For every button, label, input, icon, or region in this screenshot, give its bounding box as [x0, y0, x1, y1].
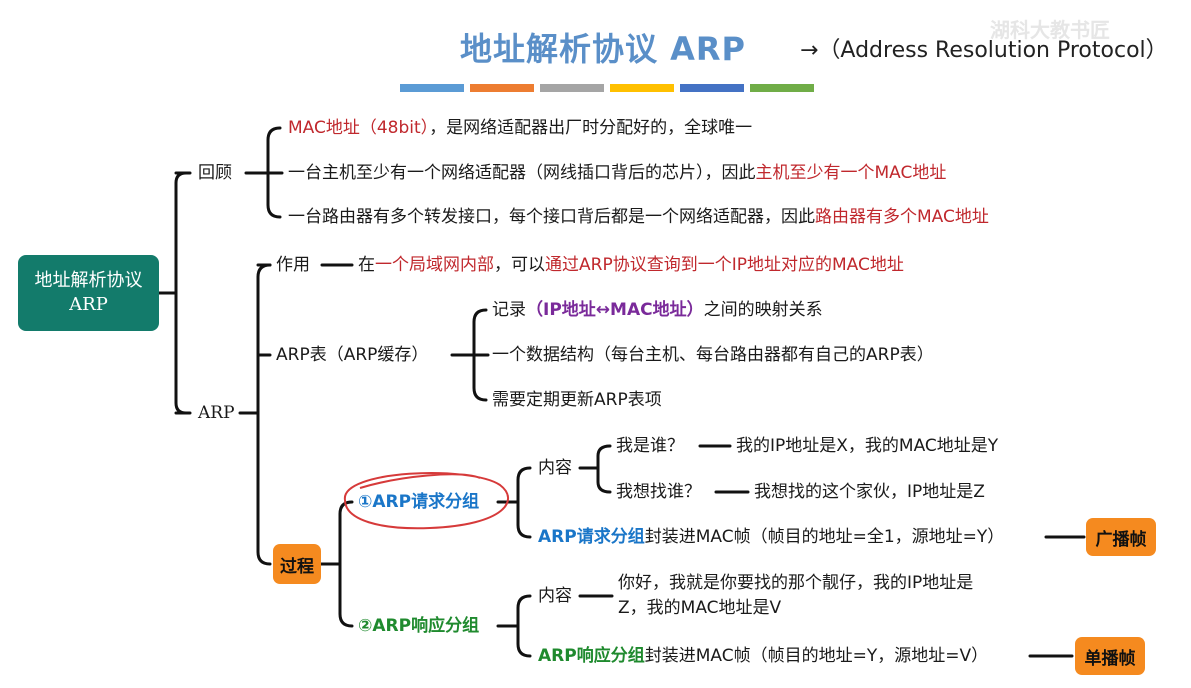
response-content-line2: Z，我的MAC地址是V	[618, 598, 782, 618]
color-stripe-5	[750, 84, 814, 92]
request-q2: 我想找谁？	[616, 482, 701, 502]
color-stripe-4	[680, 84, 744, 92]
color-stripe-3	[610, 84, 674, 92]
response-label: ②ARP响应分组	[358, 616, 480, 636]
arp-label: ARP	[198, 403, 235, 423]
review-item-2-text: 一台主机至少有一个网络适配器（网线插口背后的芯片），因此	[288, 163, 756, 183]
review-item-3-text: 一台路由器有多个转发接口，每个接口背后都是一个网络适配器，因此	[288, 207, 815, 227]
review-item-1-red: MAC地址（48bit）	[288, 118, 430, 138]
review-item-2-red: 主机至少有一个MAC地址	[755, 163, 947, 183]
broadcast-badge: 广播帧	[1086, 518, 1156, 556]
table-item-1-purple: （IP地址↔MAC地址）	[526, 300, 704, 320]
request-encap-rest: 封装进MAC帧（帧目的地址=全1，源地址=Y）	[644, 527, 1005, 547]
color-stripe-0	[400, 84, 464, 92]
review-item-1-rest: ，是网络适配器出厂时分配好的，全球唯一	[429, 118, 753, 138]
role-p2: ，可以	[494, 255, 545, 275]
response-encap: ARP响应分组封装进MAC帧（帧目的地址=Y，源地址=V）	[538, 645, 988, 667]
review-item-2: 一台主机至少有一个网络适配器（网线插口背后的芯片），因此主机至少有一个MAC地址	[288, 162, 946, 184]
color-stripe-2	[540, 84, 604, 92]
request-label: ①ARP请求分组	[358, 492, 480, 512]
review-item-3: 一台路由器有多个转发接口，每个接口背后都是一个网络适配器，因此路由器有多个MAC…	[288, 206, 989, 228]
arp-table-label: ARP表（ARP缓存）	[276, 345, 429, 365]
review-label: 回顾	[198, 163, 232, 183]
root-line1: 地址解析协议	[34, 270, 143, 291]
page-subtitle: →（Address Resolution Protocol）	[800, 38, 1168, 63]
request-a2: 我想找的这个家伙，IP地址是Z	[754, 482, 985, 502]
request-encap-bold: ARP请求分组	[538, 527, 645, 547]
arp-table-item-2: 一个数据结构（每台主机、每台路由器都有自己的ARP表）	[492, 345, 934, 365]
role-r1: 一个局域网内部	[375, 255, 494, 275]
response-content-label: 内容	[538, 586, 572, 606]
response-encap-bold: ARP响应分组	[538, 646, 645, 666]
unicast-badge: 单播帧	[1075, 637, 1145, 675]
arp-table-item-3: 需要定期更新ARP表项	[492, 390, 662, 410]
role-text: 在一个局域网内部，可以通过ARP协议查询到一个IP地址对应的MAC地址	[358, 254, 904, 276]
page-title: 地址解析协议 ARP	[460, 30, 747, 68]
arp-table-item-1: 记录（IP地址↔MAC地址）之间的映射关系	[492, 299, 823, 321]
request-encap: ARP请求分组封装进MAC帧（帧目的地址=全1，源地址=Y）	[538, 526, 1004, 548]
role-label: 作用	[276, 255, 310, 275]
highlight-circle	[343, 472, 510, 530]
role-r2: 通过ARP协议查询到一个IP地址对应的MAC地址	[545, 255, 904, 275]
request-content-label: 内容	[538, 458, 572, 478]
table-item-1-p2: 之间的映射关系	[703, 300, 823, 320]
response-encap-rest: 封装进MAC帧（帧目的地址=Y，源地址=V）	[644, 646, 989, 666]
watermark: 湖科大教书匠	[990, 18, 1110, 42]
review-item-3-red: 路由器有多个MAC地址	[815, 207, 989, 227]
role-p1: 在	[358, 255, 375, 275]
color-stripes	[400, 84, 814, 92]
table-item-1-p1: 记录	[492, 300, 526, 320]
process-badge: 过程	[273, 544, 321, 584]
review-item-1: MAC地址（48bit），是网络适配器出厂时分配好的，全球唯一	[288, 117, 752, 139]
root-node: 地址解析协议 ARP	[18, 255, 159, 331]
color-stripe-1	[470, 84, 534, 92]
root-line2: ARP	[69, 294, 108, 315]
response-content-line1: 你好，我就是你要找的那个靓仔，我的IP地址是	[618, 573, 974, 593]
request-a1: 我的IP地址是X，我的MAC地址是Y	[736, 436, 999, 456]
request-q1: 我是谁？	[616, 436, 684, 456]
